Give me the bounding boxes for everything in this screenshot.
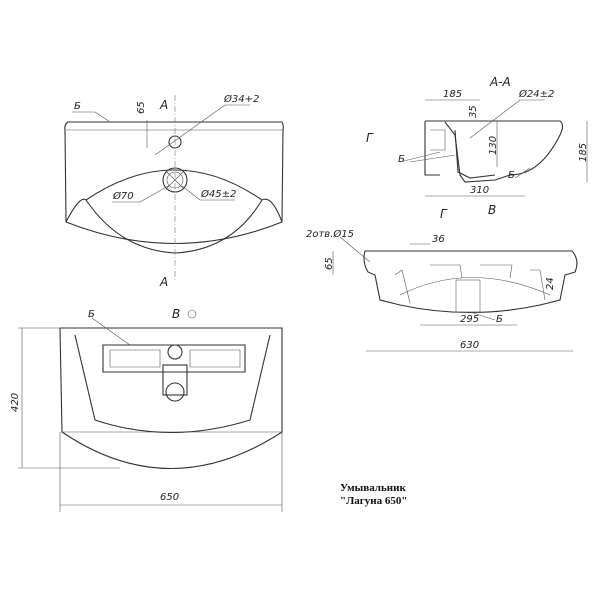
label-b-right: Б: [508, 170, 515, 181]
label-b-left: Б: [398, 154, 405, 165]
view-g-title: Г: [440, 207, 448, 221]
dim-65: 65: [136, 101, 147, 114]
section-aa: А-А 185 Ø24±2 35 130 185 Б Б 310 Г В: [366, 75, 589, 217]
dim-185-top: 185: [443, 89, 462, 100]
hole-dim: Ø24±2: [518, 88, 554, 100]
label-b: Б: [496, 314, 503, 325]
label-b: Б: [74, 101, 81, 112]
section-a-top: А: [159, 98, 168, 112]
hole-tap-dim: Ø34+2: [223, 93, 259, 105]
caption-model: "Лагуна 650": [340, 495, 408, 507]
dim-35: 35: [468, 105, 479, 118]
bottom-view: В Б 420 650: [10, 307, 283, 512]
caption-title: Умывальник: [340, 482, 406, 494]
dim-24: 24: [545, 277, 556, 290]
dim-130: 130: [488, 136, 499, 155]
arrow-g-label: Г: [366, 131, 374, 145]
dim-630: 630: [460, 340, 479, 351]
dim-420: 420: [10, 393, 21, 412]
label-b: Б: [88, 309, 95, 320]
dim-310: 310: [470, 185, 489, 196]
view-v-label: В: [172, 307, 180, 321]
view-g: Г 36 2отв.Ø15 65 24 295 Б 630: [306, 207, 578, 352]
drain-outer-dim: Ø70: [112, 190, 134, 202]
holes-label: 2отв.Ø15: [306, 228, 354, 240]
arrow-v-label: В: [488, 203, 496, 217]
dim-650: 650: [160, 492, 179, 503]
section-aa-title: А-А: [489, 75, 511, 89]
dim-295: 295: [460, 314, 479, 325]
dim-185-right: 185: [578, 143, 589, 162]
drain-inner-dim: Ø45±2: [200, 188, 236, 200]
dim-36: 36: [432, 234, 445, 245]
dim-65: 65: [324, 257, 335, 270]
top-view: Б 65 А А Ø34+2 Ø70 Ø45±2: [64, 93, 284, 289]
section-a-bottom: А: [159, 275, 168, 289]
